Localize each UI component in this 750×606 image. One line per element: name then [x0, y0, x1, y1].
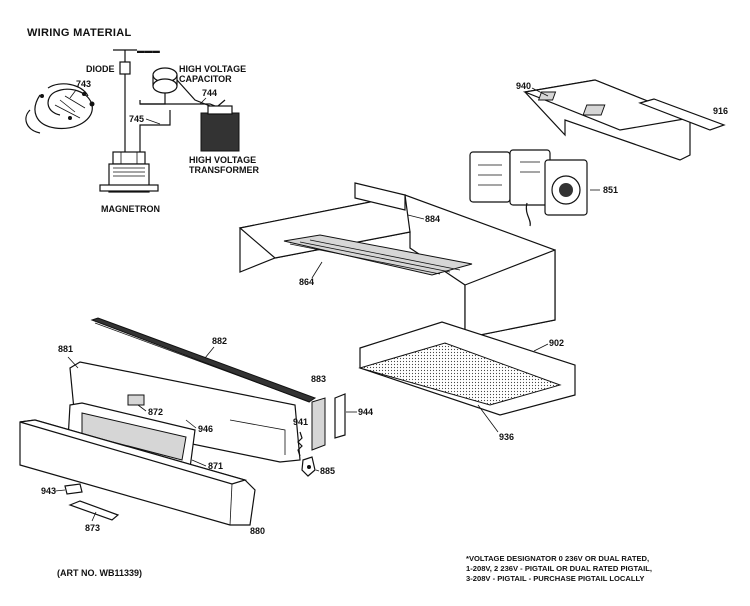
hv-transformer-label-line1: HIGH VOLTAGE	[189, 155, 256, 165]
clip-943	[64, 483, 83, 495]
bracket-883	[311, 397, 326, 451]
part-number-882: 882	[212, 336, 227, 346]
fan-assembly-851	[469, 149, 588, 227]
part-number-946: 946	[198, 424, 213, 434]
part-number-936: 936	[499, 432, 514, 442]
grille-864	[283, 234, 473, 276]
part-number-883: 883	[311, 374, 326, 384]
part-number-743: 743	[76, 79, 91, 89]
trim-strip-882	[90, 317, 317, 403]
part-number-944: 944	[358, 407, 373, 417]
plate-916	[638, 98, 726, 131]
hv-transformer-label-line2: TRANSFORMER	[189, 165, 259, 175]
hv-capacitor-label-line2: CAPACITOR	[179, 74, 232, 84]
duct-884	[238, 182, 556, 339]
wire-harness-743	[25, 83, 95, 134]
magnetron-label: MAGNETRON	[101, 204, 160, 214]
voltage-note-line2: 1-208V, 2 236V - PIGTAIL OR DUAL RATED P…	[466, 564, 652, 573]
voltage-note-line1: *VOLTAGE DESIGNATOR 0 236V OR DUAL RATED…	[466, 554, 649, 563]
part-number-880: 880	[250, 526, 265, 536]
part-number-943: 943	[41, 486, 56, 496]
part-number-902: 902	[549, 338, 564, 348]
bracket-940	[522, 79, 693, 161]
art-number: (ART NO. WB11339)	[57, 568, 142, 578]
bracket-944	[334, 393, 346, 439]
part-number-885: 885	[320, 466, 335, 476]
front-panel-880	[19, 419, 256, 526]
part-number-745: 745	[129, 114, 144, 124]
part-number-871: 871	[208, 461, 223, 471]
part-number-881: 881	[58, 344, 73, 354]
wiring-material-heading: WIRING MATERIAL	[27, 27, 132, 39]
part-number-940: 940	[516, 81, 531, 91]
part-number-864: 864	[299, 277, 314, 287]
diode-label: DIODE	[86, 64, 115, 74]
high-voltage-transformer	[200, 99, 240, 152]
part-number-916: 916	[713, 106, 728, 116]
spring-941	[297, 431, 303, 457]
diode: ▬▬▬	[113, 46, 160, 100]
voltage-note-line3: 3-208V - PIGTAIL - PURCHASE PIGTAIL LOCA…	[466, 574, 644, 583]
filter-tray-902	[358, 321, 576, 416]
part-number-744: 744	[202, 88, 217, 98]
part-number-884: 884	[425, 214, 440, 224]
svg-text:▬▬▬: ▬▬▬	[137, 46, 160, 55]
handle-873	[68, 500, 120, 521]
wiring-material-assembly: 743 ▬▬▬ DIODE HIGH VOLTAGE CAPACITOR 744…	[25, 46, 259, 214]
part-number-851: 851	[603, 185, 618, 195]
part-number-941: 941	[293, 417, 308, 427]
part-number-873: 873	[85, 523, 100, 533]
hv-capacitor-label-line1: HIGH VOLTAGE	[179, 64, 246, 74]
latch-885	[301, 456, 316, 477]
magnetron	[99, 151, 159, 193]
part-number-872: 872	[148, 407, 163, 417]
